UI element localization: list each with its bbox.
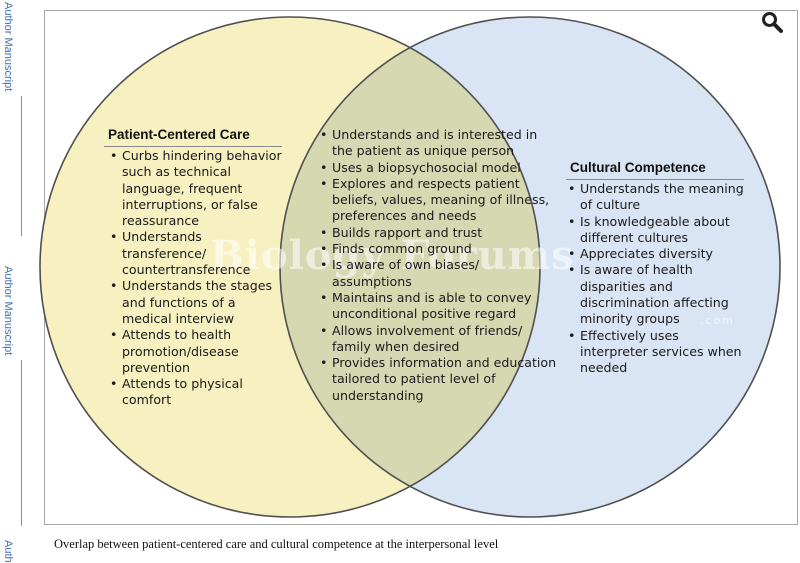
- left-heading-rule: [104, 146, 282, 147]
- list-item: Understands the meaning of culture: [568, 181, 748, 214]
- magnifier-icon: [762, 12, 783, 33]
- patient-centered-care-heading: Patient-Centered Care: [108, 127, 250, 142]
- figure-caption: Overlap between patient-centered care an…: [54, 537, 499, 551]
- list-item: Is aware of health disparities and discr…: [568, 262, 748, 327]
- list-item: Finds common ground: [320, 241, 558, 258]
- patient-centered-care-list: Curbs hindering behavior such as technic…: [110, 148, 286, 409]
- cultural-competence-list: Understands the meaning of cultureIs kno…: [568, 181, 748, 377]
- list-item: Maintains and is able to convey uncondit…: [320, 290, 558, 323]
- left-margin-strip: Author Manuscript Author Manuscript Auth: [0, 0, 34, 563]
- list-item: Uses a biopsychosocial model: [320, 160, 558, 177]
- side-divider: [21, 360, 22, 526]
- list-item: Explores and respects patient beliefs, v…: [320, 176, 558, 225]
- list-item: Allows involvement of friends/ family wh…: [320, 323, 558, 356]
- list-item: Appreciates diversity: [568, 246, 748, 263]
- list-item: Curbs hindering behavior such as technic…: [110, 148, 286, 229]
- list-item: Attends to physical comfort: [110, 376, 286, 409]
- overlap-list: Understands and is interested in the pat…: [320, 127, 558, 404]
- zoom-button[interactable]: [760, 10, 784, 34]
- list-item: Understands and is interested in the pat…: [320, 127, 558, 160]
- list-item: Effectively uses interpreter services wh…: [568, 328, 748, 377]
- list-item: Understands the stages and functions of …: [110, 278, 286, 327]
- list-item: Builds rapport and trust: [320, 225, 558, 242]
- cultural-competence-heading: Cultural Competence: [570, 160, 706, 175]
- list-item: Attends to health promotion/disease prev…: [110, 327, 286, 376]
- list-item: Is aware of own biases/ assumptions: [320, 257, 558, 290]
- list-item: Provides information and education tailo…: [320, 355, 558, 404]
- list-item: Is knowledgeable about different culture…: [568, 214, 748, 247]
- right-heading-rule: [566, 179, 744, 180]
- side-divider: [21, 96, 22, 236]
- list-item: Understands transference/ countertransfe…: [110, 229, 286, 278]
